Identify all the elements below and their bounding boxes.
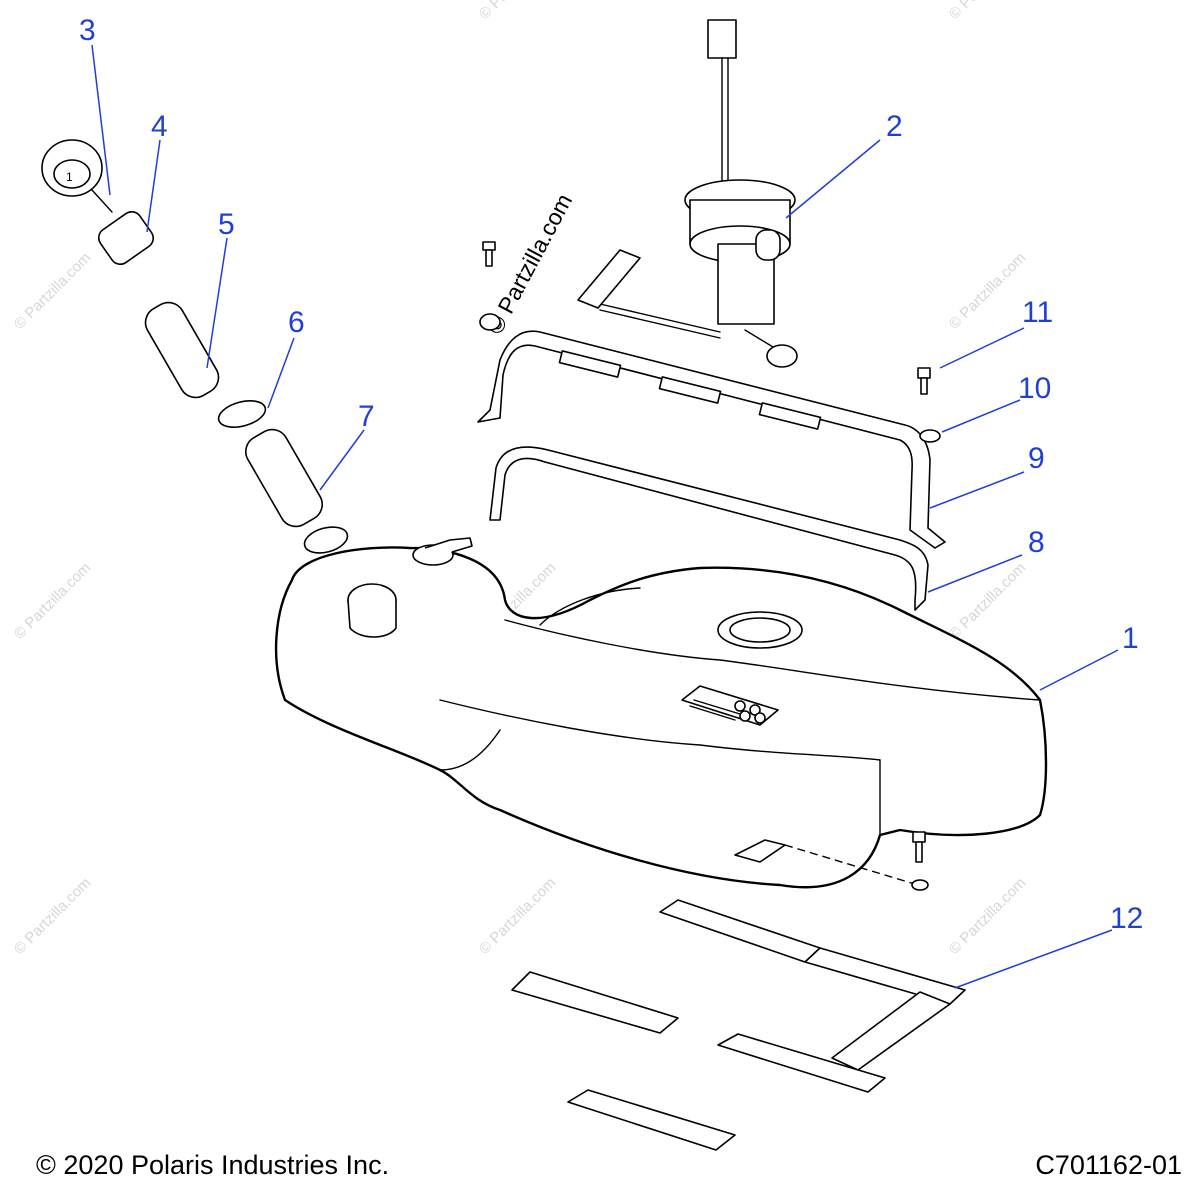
callout-labels: 3 4 5 6 7 2 11 10 9 8 1 12: [79, 14, 1143, 935]
watermark: © Partzilla.com: [946, 874, 1029, 957]
bolt-top-left: [482, 241, 496, 267]
callout-5: 5: [218, 208, 235, 241]
callout-2: 2: [886, 110, 903, 143]
part-12-pads: [511, 899, 966, 1151]
part-2-fuel-pump: [577, 19, 798, 368]
callout-11: 11: [1022, 296, 1053, 329]
cap-label: 1: [66, 170, 73, 184]
callout-12: 12: [1110, 902, 1143, 935]
diagram-code: C701162-01: [1035, 1150, 1182, 1180]
filler-assembly: 1: [41, 139, 349, 554]
callout-6: 6: [288, 306, 305, 339]
callout-8: 8: [1028, 526, 1045, 559]
callout-9: 9: [1028, 442, 1045, 475]
part-8-strap: [489, 446, 929, 611]
watermark: © Partzilla.com: [946, 559, 1029, 642]
watermark: © Partzilla.com: [11, 249, 94, 332]
callout-10: 10: [1018, 372, 1051, 405]
watermark: © Partzilla.com: [11, 559, 94, 642]
part-9-strap: [477, 330, 946, 549]
watermark: © Partzilla.com: [11, 874, 94, 957]
part-1-fuel-tank: [274, 537, 1048, 891]
watermark: © Partzilla.com: [946, 249, 1029, 332]
watermark: © Partzilla.com: [476, 874, 559, 957]
copyright-text: © 2020 Polaris Industries Inc.: [36, 1150, 390, 1180]
callout-1: 1: [1122, 622, 1139, 655]
leaders: [91, 44, 1119, 989]
callout-3: 3: [79, 14, 96, 47]
watermark: © Partzilla.com: [946, 0, 1029, 23]
watermark: © Partzilla.com: [476, 0, 559, 23]
callout-7: 7: [358, 400, 375, 433]
fasteners-right: [479, 313, 941, 443]
callout-4: 4: [151, 110, 168, 143]
